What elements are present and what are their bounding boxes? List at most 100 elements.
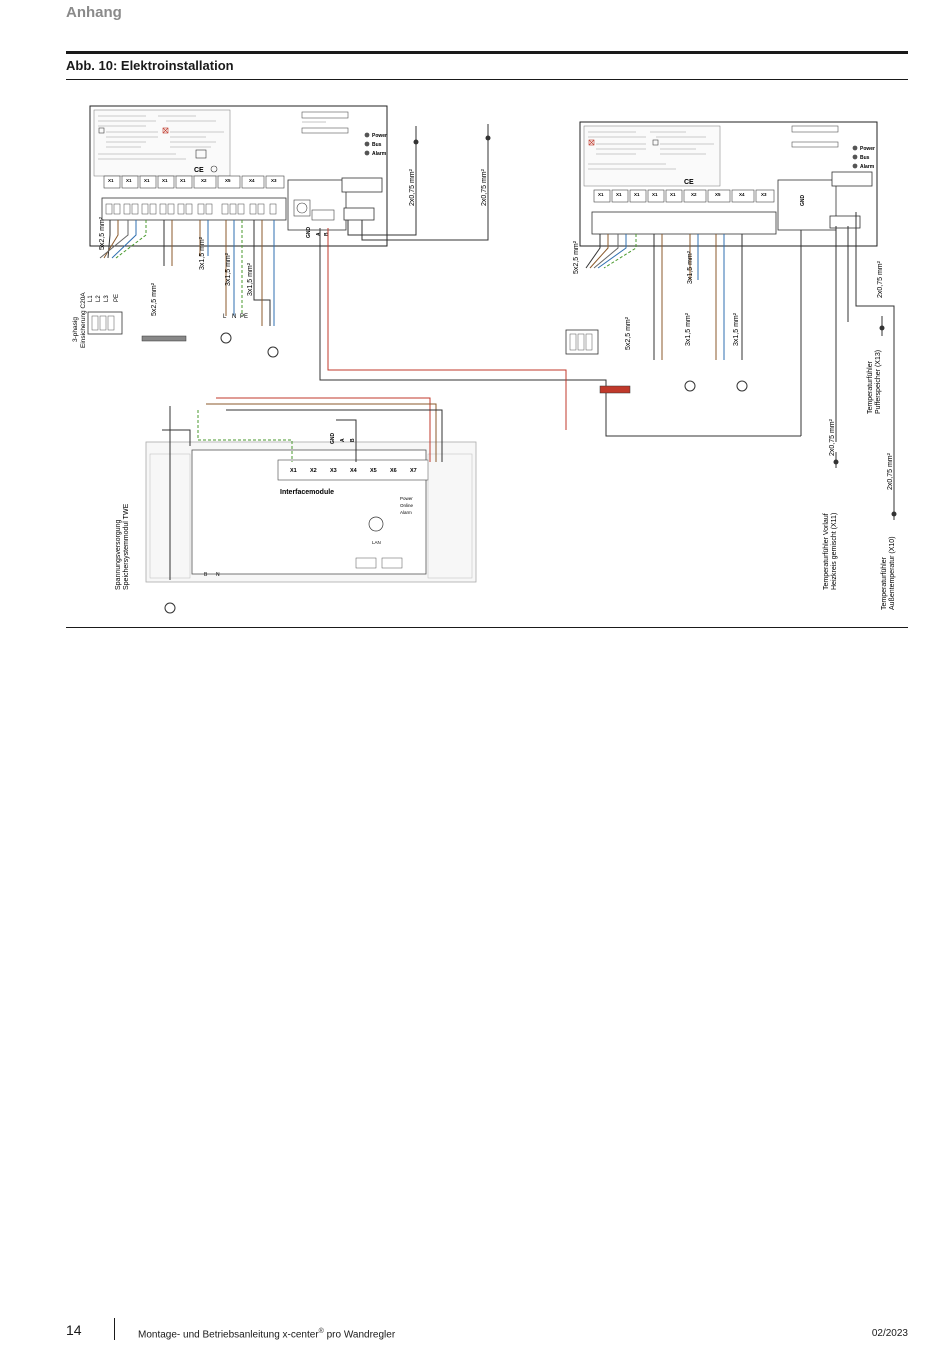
svg-text:X7: X7 — [410, 468, 417, 474]
status-leds-right: Power Bus Alarm — [852, 145, 875, 170]
supply-3phase-right — [565, 329, 599, 355]
svg-text:Außentemperatur (X10): Außentemperatur (X10) — [889, 536, 896, 610]
footer-title: Montage- und Betriebsanleitung x-center®… — [138, 1328, 395, 1340]
svg-text:B: B — [324, 232, 330, 236]
svg-text:2x0,75 mm²: 2x0,75 mm² — [877, 260, 884, 298]
heater-element-left — [141, 335, 187, 342]
svg-text:X3: X3 — [761, 192, 767, 197]
supply-3phase-left: 3-phasig Einsicherung C20A L1 L2 L3 PE — [72, 292, 123, 348]
svg-text:3x1,5 mm²: 3x1,5 mm² — [687, 250, 694, 284]
pump-left — [220, 332, 232, 344]
ac-source-interface — [164, 602, 176, 614]
svg-text:L2: L2 — [96, 295, 102, 302]
svg-text:GND: GND — [306, 227, 312, 239]
figure-rule-top — [66, 51, 908, 54]
svg-text:2x0,75 mm²: 2x0,75 mm² — [409, 168, 416, 206]
svg-text:Pufferspeicher (X13): Pufferspeicher (X13) — [875, 350, 882, 414]
svg-text:Temperaturfühler: Temperaturfühler — [867, 360, 874, 414]
svg-text:GND: GND — [330, 433, 336, 445]
svg-text:X5: X5 — [370, 468, 377, 474]
svg-text:5x2,5 mm²: 5x2,5 mm² — [625, 316, 632, 350]
svg-text:2x0,75 mm²: 2x0,75 mm² — [887, 452, 894, 490]
svg-text:X1: X1 — [634, 192, 640, 197]
svg-text:Heizkreis gemischt (X11): Heizkreis gemischt (X11) — [831, 513, 838, 590]
svg-text:3x1,5 mm²: 3x1,5 mm² — [199, 236, 206, 270]
svg-text:X1: X1 — [162, 178, 168, 183]
terminal-labels-left: X1 X1 X1 X1 X1 X2 X5 X4 X3 — [103, 175, 285, 189]
wires-left — [99, 138, 801, 437]
svg-text:X1: X1 — [616, 192, 622, 197]
svg-text:Temperaturfühler: Temperaturfühler — [881, 556, 888, 610]
svg-text:X1: X1 — [652, 192, 658, 197]
svg-text:Online: Online — [400, 503, 414, 508]
svg-text:X4: X4 — [739, 192, 745, 197]
wires-interface — [162, 397, 443, 580]
svg-text:X4: X4 — [350, 468, 358, 474]
svg-text:3x1,5 mm²: 3x1,5 mm² — [225, 252, 232, 286]
svg-text:3x1,5 mm²: 3x1,5 mm² — [247, 262, 254, 296]
svg-text:A: A — [316, 232, 322, 236]
svg-text:X2: X2 — [201, 178, 207, 183]
svg-text:X1: X1 — [180, 178, 186, 183]
svg-text:L: L — [223, 314, 227, 320]
svg-text:Temperaturfühler Vorlauf: Temperaturfühler Vorlauf — [823, 513, 830, 590]
svg-text:X1: X1 — [126, 178, 132, 183]
svg-text:X5: X5 — [715, 192, 721, 197]
interface-module: X1 X2 X3 X4 X5 X6 X7 Interfacemodule Pow… — [145, 433, 477, 583]
svg-text:A: A — [340, 438, 346, 442]
svg-text:L1: L1 — [88, 295, 94, 302]
svg-text:Bus: Bus — [860, 155, 870, 161]
svg-text:L3: L3 — [104, 295, 110, 302]
svg-text:Speichersystemmodul TWE: Speichersystemmodul TWE — [123, 503, 130, 590]
wires-right — [585, 212, 895, 490]
mixer-valve-right — [736, 380, 748, 392]
mixer-valve-left — [267, 346, 279, 358]
terminal-labels-right: X1 X1 X1 X1 X1 X2 X5 X4 X3 — [593, 189, 775, 203]
svg-text:Bus: Bus — [372, 142, 382, 148]
figure-rule-mid — [66, 79, 908, 80]
svg-text:5x2,5 mm²: 5x2,5 mm² — [573, 240, 580, 274]
svg-text:X6: X6 — [390, 468, 397, 474]
footer-title-main: Montage- und Betriebsanleitung x-center — [138, 1329, 319, 1341]
svg-text:Alarm: Alarm — [400, 510, 412, 515]
svg-text:B: B — [350, 438, 356, 442]
svg-text:X1: X1 — [144, 178, 150, 183]
footer-title-reg: ® — [318, 1328, 324, 1335]
svg-text:Interfacemodule: Interfacemodule — [280, 489, 334, 496]
svg-text:X2: X2 — [691, 192, 697, 197]
svg-text:X1: X1 — [670, 192, 676, 197]
svg-text:X3: X3 — [271, 178, 277, 183]
svg-text:X1: X1 — [290, 468, 297, 474]
ce-mark-right: CE — [684, 179, 694, 186]
svg-text:LAN: LAN — [372, 540, 381, 545]
svg-text:Power: Power — [372, 133, 387, 139]
svg-text:5x2,5 mm²: 5x2,5 mm² — [99, 216, 106, 250]
svg-text:N: N — [232, 314, 236, 320]
footer-date: 02/2023 — [871, 1328, 908, 1339]
pump-right — [684, 380, 696, 392]
svg-text:2x0,75 mm²: 2x0,75 mm² — [829, 418, 836, 456]
svg-text:X5: X5 — [225, 178, 231, 183]
figure-rule-bottom — [66, 627, 908, 628]
footer-title-suffix: pro Wandregler — [323, 1329, 396, 1341]
svg-text:X4: X4 — [249, 178, 255, 183]
svg-text:N: N — [216, 572, 220, 578]
ce-mark-left: CE — [194, 167, 204, 174]
svg-text:GND: GND — [800, 195, 806, 207]
wiring-diagram: CE Power Bus Alarm X1 X1 — [72, 105, 897, 614]
svg-text:PE: PE — [240, 314, 248, 320]
svg-text:Alarm: Alarm — [372, 151, 387, 157]
svg-text:X1: X1 — [108, 178, 114, 183]
svg-text:B: B — [204, 572, 208, 578]
svg-text:3x1,5 mm²: 3x1,5 mm² — [685, 312, 692, 346]
section-label: Anhang — [66, 4, 122, 21]
svg-text:2x0,75 mm²: 2x0,75 mm² — [481, 168, 488, 206]
heater-element-right — [599, 385, 631, 394]
page-number: 14 — [66, 1322, 82, 1338]
temp-sensor-left-b — [485, 124, 491, 141]
temp-sensor-buffer: Temperaturfühler Pufferspeicher (X13) — [867, 316, 885, 414]
svg-text:X3: X3 — [330, 468, 337, 474]
temp-sensor-flow: Temperaturfühler Vorlauf Heizkreis gemis… — [823, 452, 839, 590]
status-leds-left: Power Bus Alarm — [364, 132, 387, 157]
svg-text:X2: X2 — [310, 468, 317, 474]
